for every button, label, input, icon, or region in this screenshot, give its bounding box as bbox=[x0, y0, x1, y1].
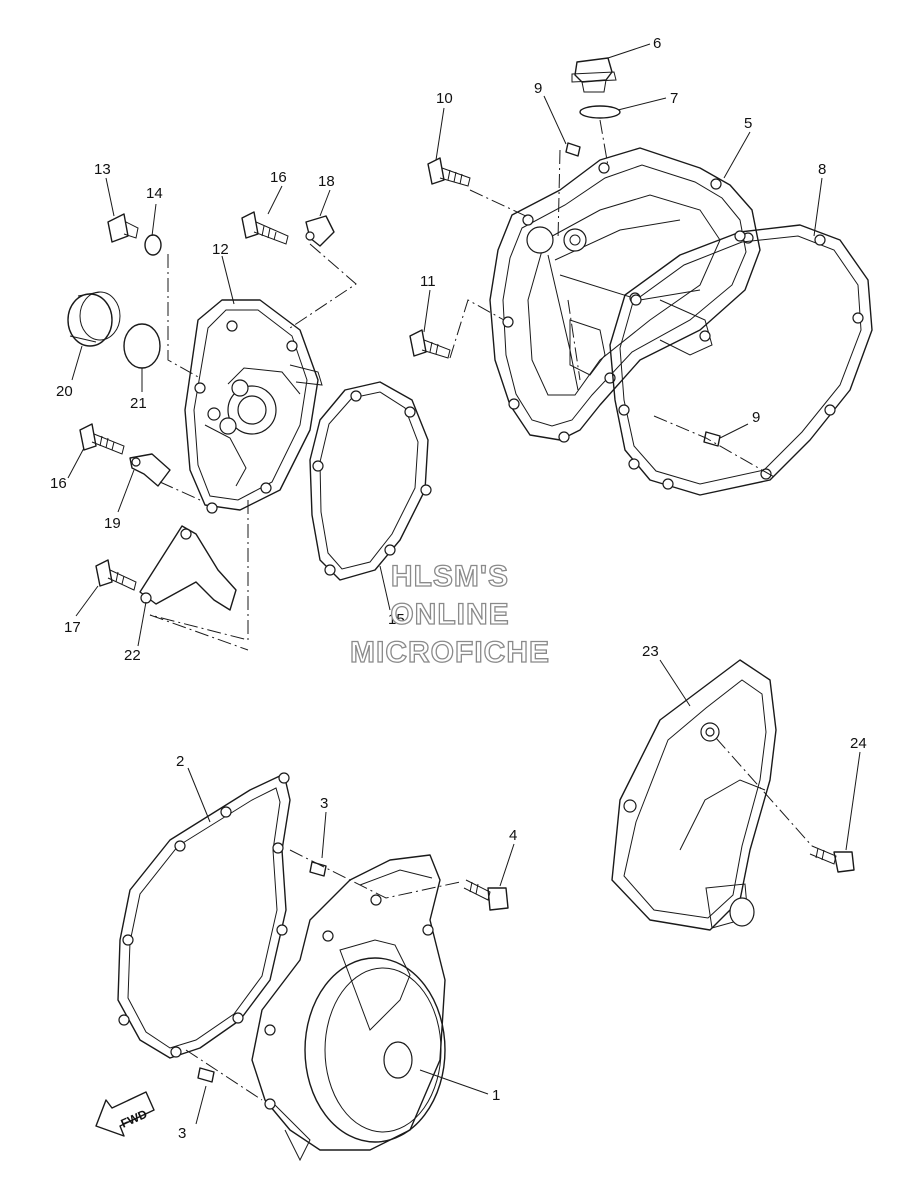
alignment-lines bbox=[149, 119, 813, 1101]
callout-9-lower: 9 bbox=[752, 409, 760, 426]
callout-23: 23 bbox=[642, 643, 659, 660]
callout-8: 8 bbox=[818, 161, 826, 178]
leader-lines bbox=[67, 43, 861, 1125]
part-16-bolt-lower[interactable] bbox=[79, 423, 125, 455]
callout-5: 5 bbox=[744, 115, 752, 132]
part-9-dowel-lower[interactable] bbox=[703, 431, 721, 447]
callout-16-lower: 16 bbox=[50, 475, 67, 492]
callout-15: 15 bbox=[388, 611, 405, 628]
forward-arrow-icon: FWD bbox=[95, 1091, 155, 1137]
part-10-bolt[interactable] bbox=[427, 157, 471, 187]
fwd-label: FWD bbox=[119, 1107, 150, 1131]
part-12-crankcase-cover[interactable] bbox=[184, 299, 323, 514]
part-16-bolt-upper[interactable] bbox=[241, 211, 289, 245]
part-18-clip[interactable] bbox=[305, 215, 335, 247]
callout-18: 18 bbox=[318, 173, 335, 190]
part-9-dowel-upper[interactable] bbox=[565, 142, 581, 157]
part-15-gasket[interactable] bbox=[309, 381, 432, 581]
part-3-dowel-upper[interactable] bbox=[309, 861, 327, 877]
part-17-bolt[interactable] bbox=[95, 559, 137, 591]
watermark-line-2: ONLINE bbox=[390, 598, 509, 631]
callout-11: 11 bbox=[420, 273, 436, 290]
part-14-washer[interactable] bbox=[144, 234, 162, 256]
callout-labels: 1 2 3 3 4 5 6 7 8 9 9 10 11 12 13 14 15 … bbox=[50, 35, 867, 1142]
part-8-clutch-cover-gasket[interactable] bbox=[609, 224, 873, 496]
callout-14: 14 bbox=[146, 185, 163, 202]
callout-3-lower: 3 bbox=[178, 1125, 186, 1142]
callout-3-upper: 3 bbox=[320, 795, 328, 812]
callout-1: 1 bbox=[492, 1087, 500, 1104]
watermark-line-1: HLSM'S bbox=[391, 560, 509, 593]
part-21-o-ring[interactable] bbox=[123, 323, 161, 369]
part-3-dowel-lower[interactable] bbox=[197, 1067, 215, 1083]
part-11-bolt[interactable] bbox=[409, 329, 451, 359]
callout-22: 22 bbox=[124, 647, 141, 664]
callout-7: 7 bbox=[670, 90, 678, 107]
callout-6: 6 bbox=[653, 35, 661, 52]
callout-24: 24 bbox=[850, 735, 867, 752]
part-23-sprocket-cover[interactable] bbox=[611, 659, 777, 931]
part-6-filler-cap[interactable] bbox=[571, 57, 617, 93]
callout-20: 20 bbox=[56, 383, 73, 400]
part-7-o-ring[interactable] bbox=[579, 105, 621, 119]
callout-9-upper: 9 bbox=[534, 80, 542, 97]
part-1-generator-cover[interactable] bbox=[251, 854, 446, 1162]
callout-10: 10 bbox=[436, 90, 453, 107]
watermark: HLSM'S ONLINE MICROFICHE bbox=[349, 559, 550, 669]
watermark-line-3: MICROFICHE bbox=[350, 636, 550, 669]
callout-16-upper: 16 bbox=[270, 169, 287, 186]
callout-17: 17 bbox=[64, 619, 81, 636]
callout-19: 19 bbox=[104, 515, 121, 532]
part-19-clamp[interactable] bbox=[129, 453, 171, 487]
callout-21: 21 bbox=[130, 395, 147, 412]
part-20-plug[interactable] bbox=[67, 291, 121, 347]
part-2-gasket[interactable] bbox=[117, 772, 291, 1059]
part-13-bolt[interactable] bbox=[107, 213, 139, 243]
callout-4: 4 bbox=[509, 827, 517, 844]
part-5-clutch-cover[interactable] bbox=[489, 147, 761, 443]
part-4-bolt[interactable] bbox=[463, 879, 509, 911]
callout-2: 2 bbox=[176, 753, 184, 770]
callout-13: 13 bbox=[94, 161, 111, 178]
part-22-bracket[interactable] bbox=[139, 525, 237, 611]
callout-12: 12 bbox=[212, 241, 229, 258]
part-24-bolt[interactable] bbox=[809, 845, 855, 873]
